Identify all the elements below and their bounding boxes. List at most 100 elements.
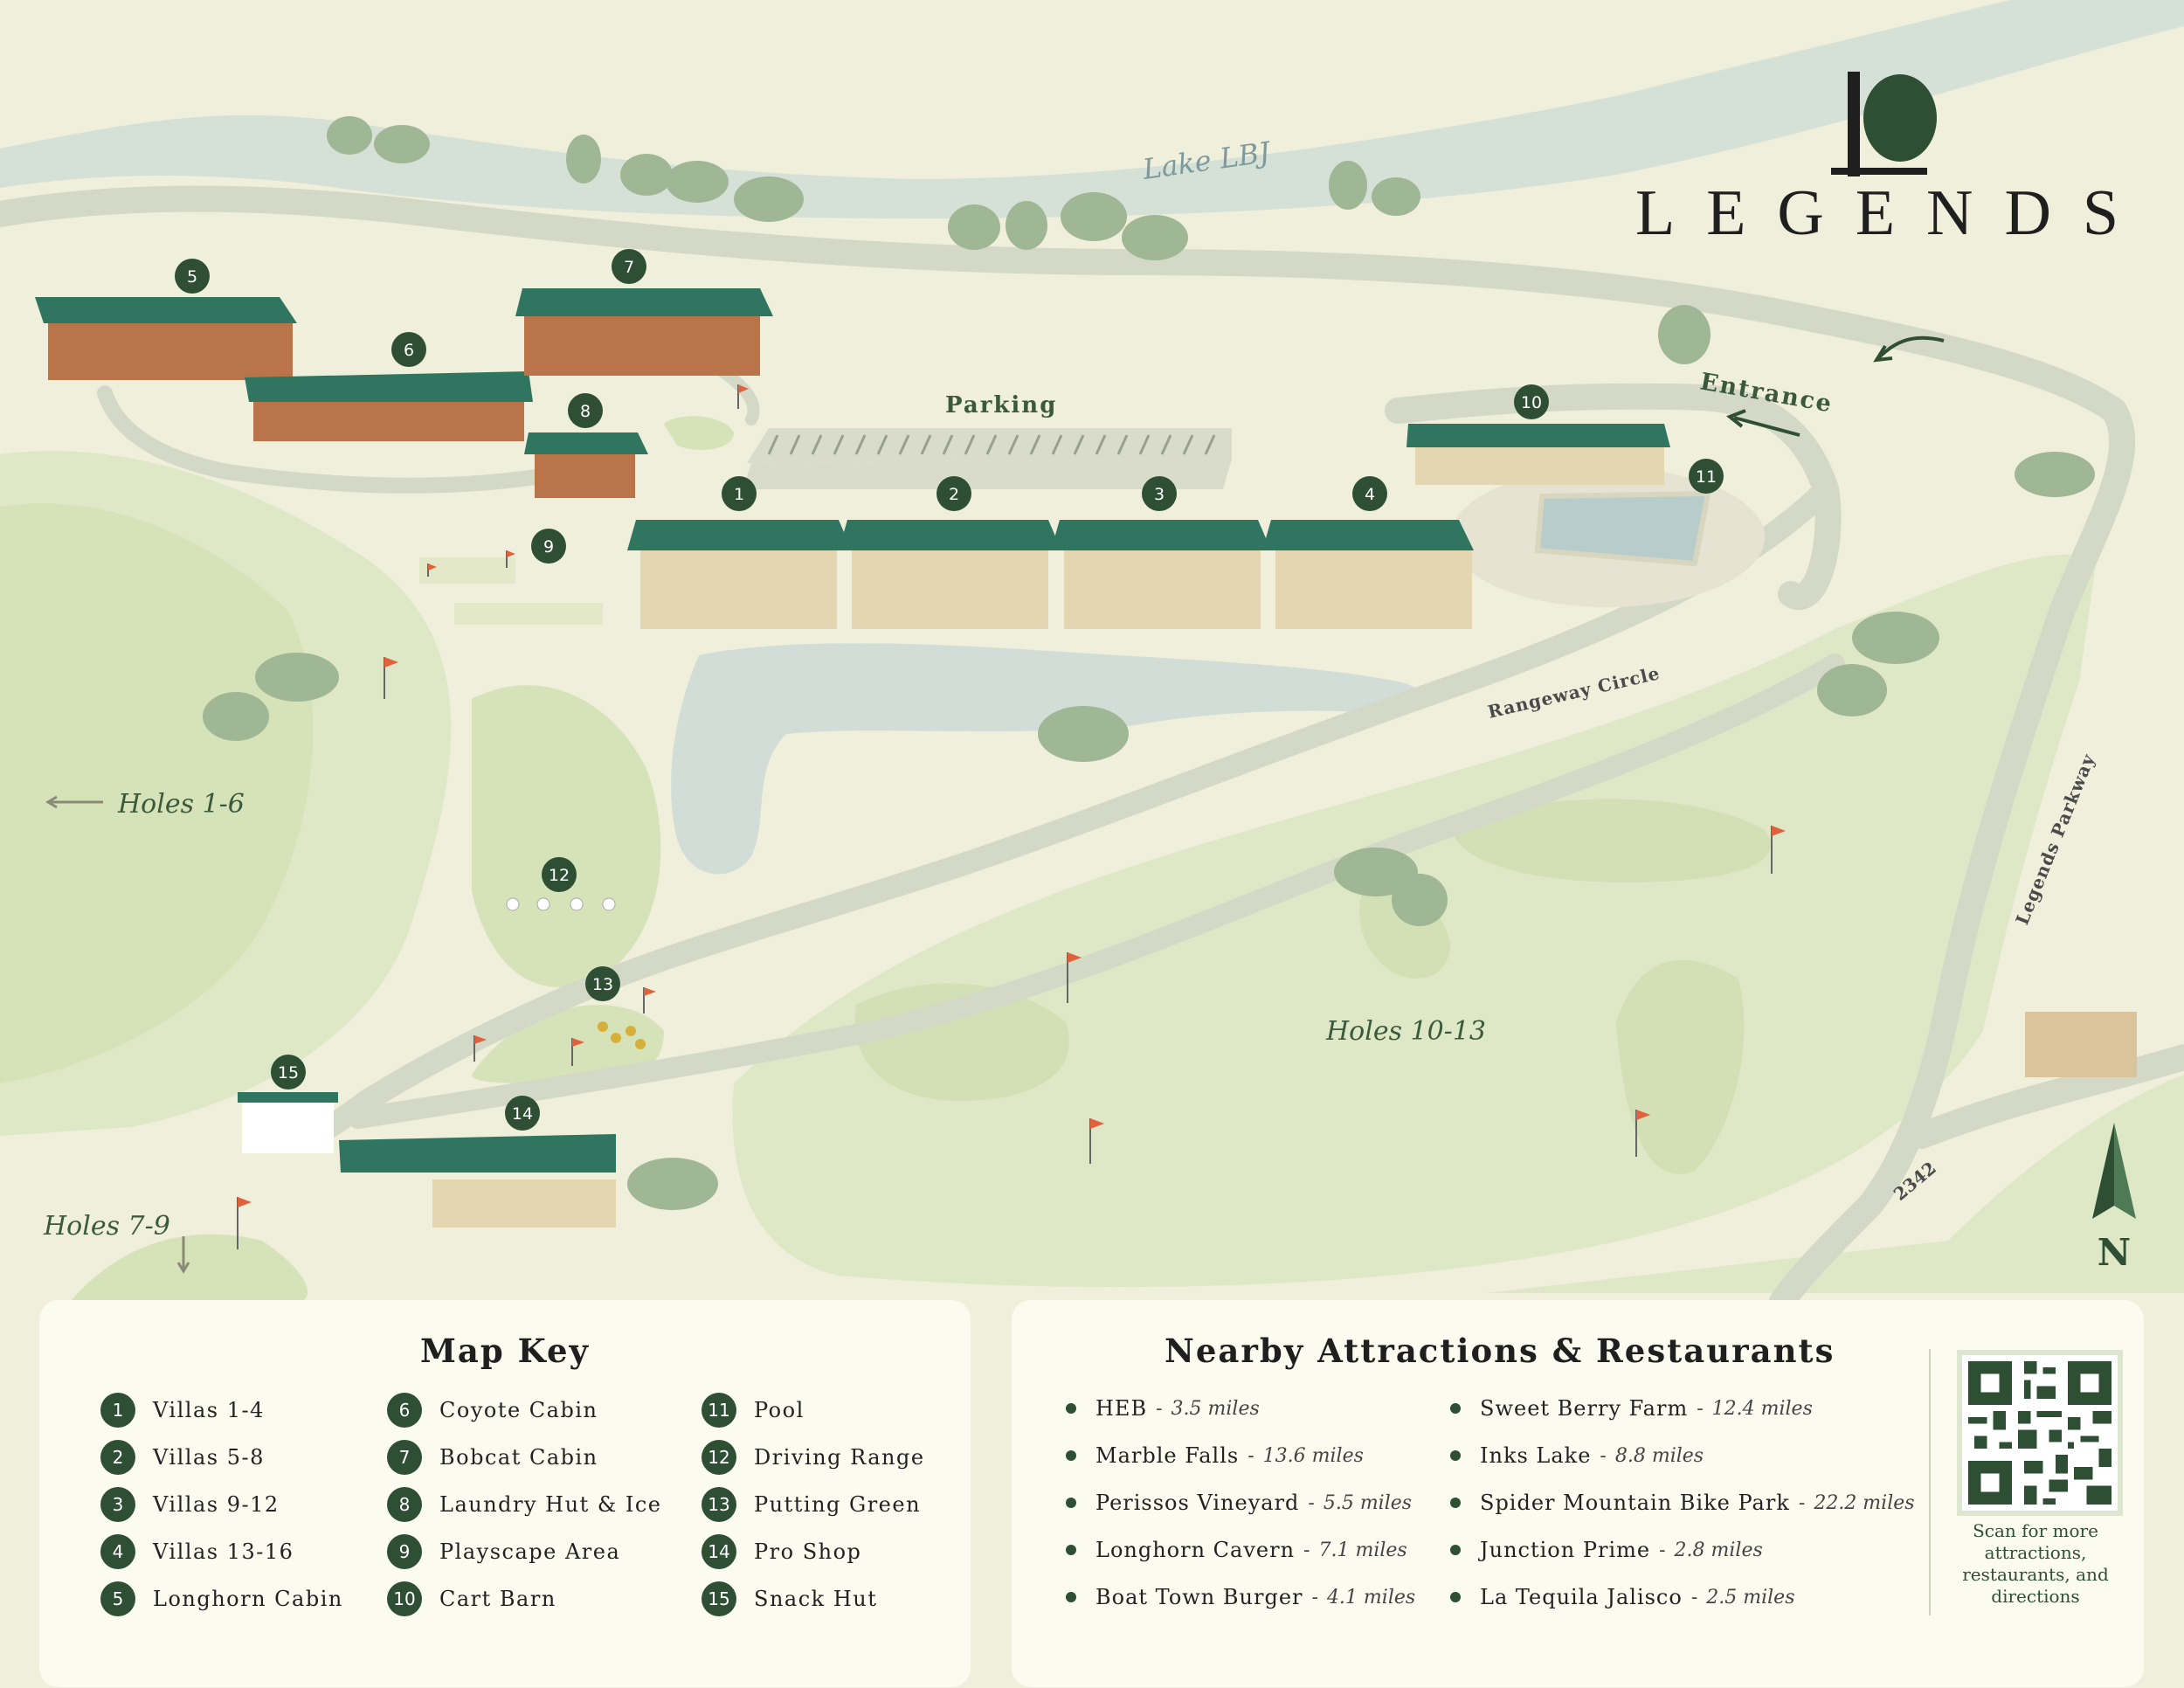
map-key-title: Map Key — [419, 1332, 591, 1370]
marker-1 — [722, 476, 757, 511]
marker-8-number: 8 — [580, 402, 591, 421]
marker-8 — [568, 393, 603, 428]
key-label: Laundry Hut & Ice — [439, 1492, 662, 1517]
marker-11-number: 11 — [1696, 467, 1717, 487]
attraction-distance: 2.5 miles — [1706, 1586, 1795, 1608]
villa-4 — [1262, 520, 1474, 629]
marker-13 — [585, 966, 620, 1001]
golf-flags — [237, 384, 1786, 1249]
attraction-distance: 7.1 miles — [1318, 1539, 1407, 1561]
key-item-5: 5 Longhorn Cabin — [100, 1581, 343, 1616]
marker-9 — [531, 529, 566, 564]
trees — [203, 116, 2095, 1210]
bullet-icon — [1066, 1592, 1076, 1602]
attraction-name: Inks Lake — [1480, 1443, 1592, 1468]
marker-12-number: 12 — [549, 866, 570, 885]
marker-7 — [612, 249, 646, 284]
key-number: 3 — [100, 1487, 135, 1522]
key-number: 15 — [702, 1581, 736, 1616]
cabins — [35, 288, 2137, 1228]
attraction-item: Sweet Berry Farm-12.4 miles — [1450, 1396, 1813, 1421]
marker-3 — [1142, 476, 1177, 511]
villas — [627, 520, 1474, 629]
bullet-icon — [1450, 1545, 1461, 1555]
key-label: Playscape Area — [439, 1539, 621, 1564]
bullet-icon — [1066, 1450, 1076, 1461]
attractions-panel: Nearby Attractions & Restaurants HEB-3.5… — [1012, 1300, 2144, 1687]
attraction-item: Inks Lake-8.8 miles — [1450, 1443, 1704, 1468]
attraction-name: HEB — [1095, 1396, 1148, 1421]
key-label: Putting Green — [754, 1492, 922, 1517]
marker-4-number: 4 — [1365, 485, 1375, 504]
holes-10-13-label: Holes 10-13 — [1325, 1016, 1486, 1047]
marker-14 — [505, 1096, 540, 1131]
holes-7-9-arrow — [176, 1236, 190, 1274]
bullet-icon — [1450, 1403, 1461, 1414]
key-label: Villas 9-12 — [153, 1492, 280, 1517]
key-item-13: 13 Putting Green — [702, 1487, 921, 1522]
holes-7-9-label: Holes 7-9 — [43, 1211, 170, 1242]
attraction-name: Junction Prime — [1480, 1538, 1651, 1562]
key-number: 7 — [387, 1440, 422, 1475]
marker-15 — [271, 1055, 306, 1090]
entrance-sign — [2025, 1012, 2137, 1077]
key-number: 5 — [100, 1581, 135, 1616]
laundry-hut — [524, 432, 648, 498]
bullet-icon — [1066, 1498, 1076, 1508]
key-label: Pool — [754, 1398, 805, 1422]
qr-code-icon — [1962, 1355, 2118, 1511]
key-item-10: 10 Cart Barn — [387, 1581, 556, 1616]
villa-3 — [1051, 520, 1271, 629]
attractions-title: Nearby Attractions & Restaurants — [1165, 1332, 1835, 1370]
marker-2-number: 2 — [949, 485, 959, 504]
key-number: 1 — [100, 1393, 135, 1428]
marker-15-number: 15 — [278, 1063, 299, 1083]
attraction-name: Longhorn Cavern — [1095, 1538, 1296, 1562]
marker-4 — [1352, 476, 1387, 511]
attraction-distance: 5.5 miles — [1323, 1491, 1413, 1514]
bullet-icon — [1066, 1403, 1076, 1414]
marker-2 — [936, 476, 971, 511]
attraction-item: Spider Mountain Bike Park-22.2 miles — [1450, 1491, 1915, 1515]
marker-9-number: 9 — [543, 537, 554, 557]
key-label: Cart Barn — [439, 1587, 556, 1611]
qr-code[interactable] — [1957, 1350, 2123, 1516]
attraction-distance: 22.2 miles — [1814, 1491, 1915, 1514]
snack-hut — [238, 1092, 338, 1153]
marker-14-number: 14 — [512, 1104, 533, 1124]
key-number: 14 — [702, 1534, 736, 1569]
key-label: Longhorn Cabin — [153, 1587, 343, 1611]
parking-lot — [743, 428, 1232, 489]
attraction-name: Spider Mountain Bike Park — [1480, 1491, 1790, 1515]
villa-1 — [627, 520, 852, 629]
key-label: Bobcat Cabin — [439, 1445, 598, 1470]
attraction-distance: 12.4 miles — [1711, 1397, 1813, 1420]
key-number: 10 — [387, 1581, 422, 1616]
attraction-name: Perissos Vineyard — [1095, 1491, 1300, 1515]
attraction-item: Junction Prime-2.8 miles — [1450, 1538, 1763, 1562]
pond — [671, 643, 1428, 875]
lake-lbj — [0, 0, 2184, 218]
holes-1-6-arrow — [45, 795, 103, 809]
key-label: Villas 13-16 — [153, 1539, 294, 1564]
marker-3-number: 3 — [1154, 485, 1165, 504]
parking-label: Parking — [945, 392, 1057, 419]
attraction-item: Longhorn Cavern-7.1 miles — [1066, 1538, 1407, 1562]
marker-13-number: 13 — [592, 975, 613, 994]
key-number: 13 — [702, 1487, 736, 1522]
bullet-icon — [1450, 1450, 1461, 1461]
legends-logo-mark — [1831, 72, 1937, 176]
north-arrow — [2092, 1123, 2136, 1219]
attraction-distance: 3.5 miles — [1171, 1397, 1260, 1420]
key-label: Villas 1-4 — [153, 1398, 265, 1422]
attraction-distance: 2.8 miles — [1674, 1539, 1763, 1561]
qr-divider — [1929, 1349, 1931, 1615]
marker-7-number: 7 — [624, 258, 634, 277]
bullet-icon — [1450, 1498, 1461, 1508]
